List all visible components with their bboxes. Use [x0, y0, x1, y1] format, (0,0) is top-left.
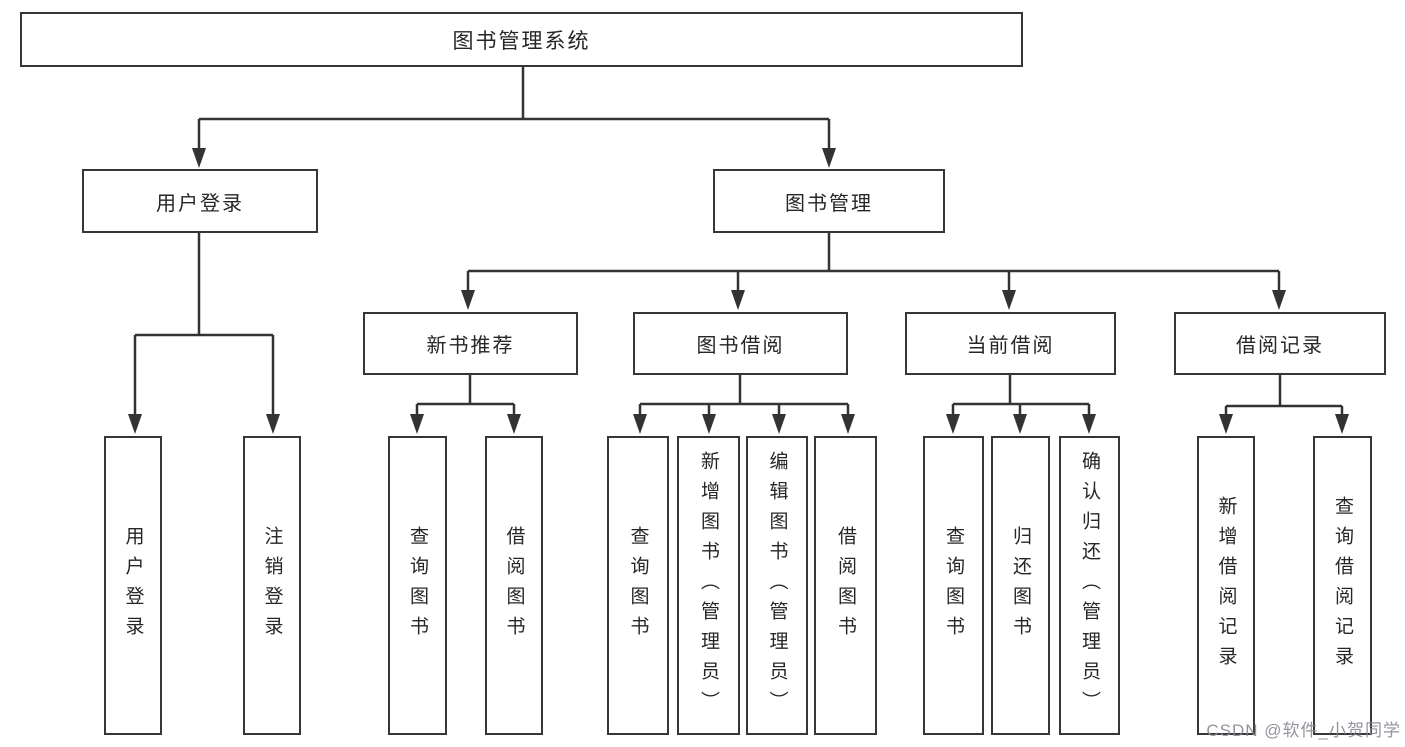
node-user-login: 用户登录	[82, 169, 318, 233]
leaf-edit-book-admin: 编辑图书（管理员）	[746, 436, 808, 735]
arrowhead-icons	[128, 148, 1349, 434]
leaf-return-books: 归还图书	[991, 436, 1050, 735]
node-current-borrow: 当前借阅	[905, 312, 1116, 375]
node-borrow-records: 借阅记录	[1174, 312, 1386, 375]
leaf-query-borrow-record: 查询借阅记录	[1313, 436, 1372, 735]
node-new-book-recommend: 新书推荐	[363, 312, 578, 375]
leaf-borrow-books: 借阅图书	[814, 436, 877, 735]
node-book-borrow: 图书借阅	[633, 312, 848, 375]
leaf-add-book-admin: 新增图书（管理员）	[677, 436, 740, 735]
leaf-query-books-current: 查询图书	[923, 436, 984, 735]
leaf-add-borrow-record: 新增借阅记录	[1197, 436, 1255, 735]
leaf-user-login: 用户登录	[104, 436, 162, 735]
node-library-management-system: 图书管理系统	[20, 12, 1023, 67]
leaf-logout: 注销登录	[243, 436, 301, 735]
leaf-query-books-recommend: 查询图书	[388, 436, 447, 735]
node-book-management: 图书管理	[713, 169, 945, 233]
leaf-borrow-books-recommend: 借阅图书	[485, 436, 543, 735]
leaf-confirm-return-admin: 确认归还（管理员）	[1059, 436, 1120, 735]
leaf-query-books-borrow: 查询图书	[607, 436, 669, 735]
watermark: CSDN @软件_小贺同学	[1206, 721, 1401, 740]
